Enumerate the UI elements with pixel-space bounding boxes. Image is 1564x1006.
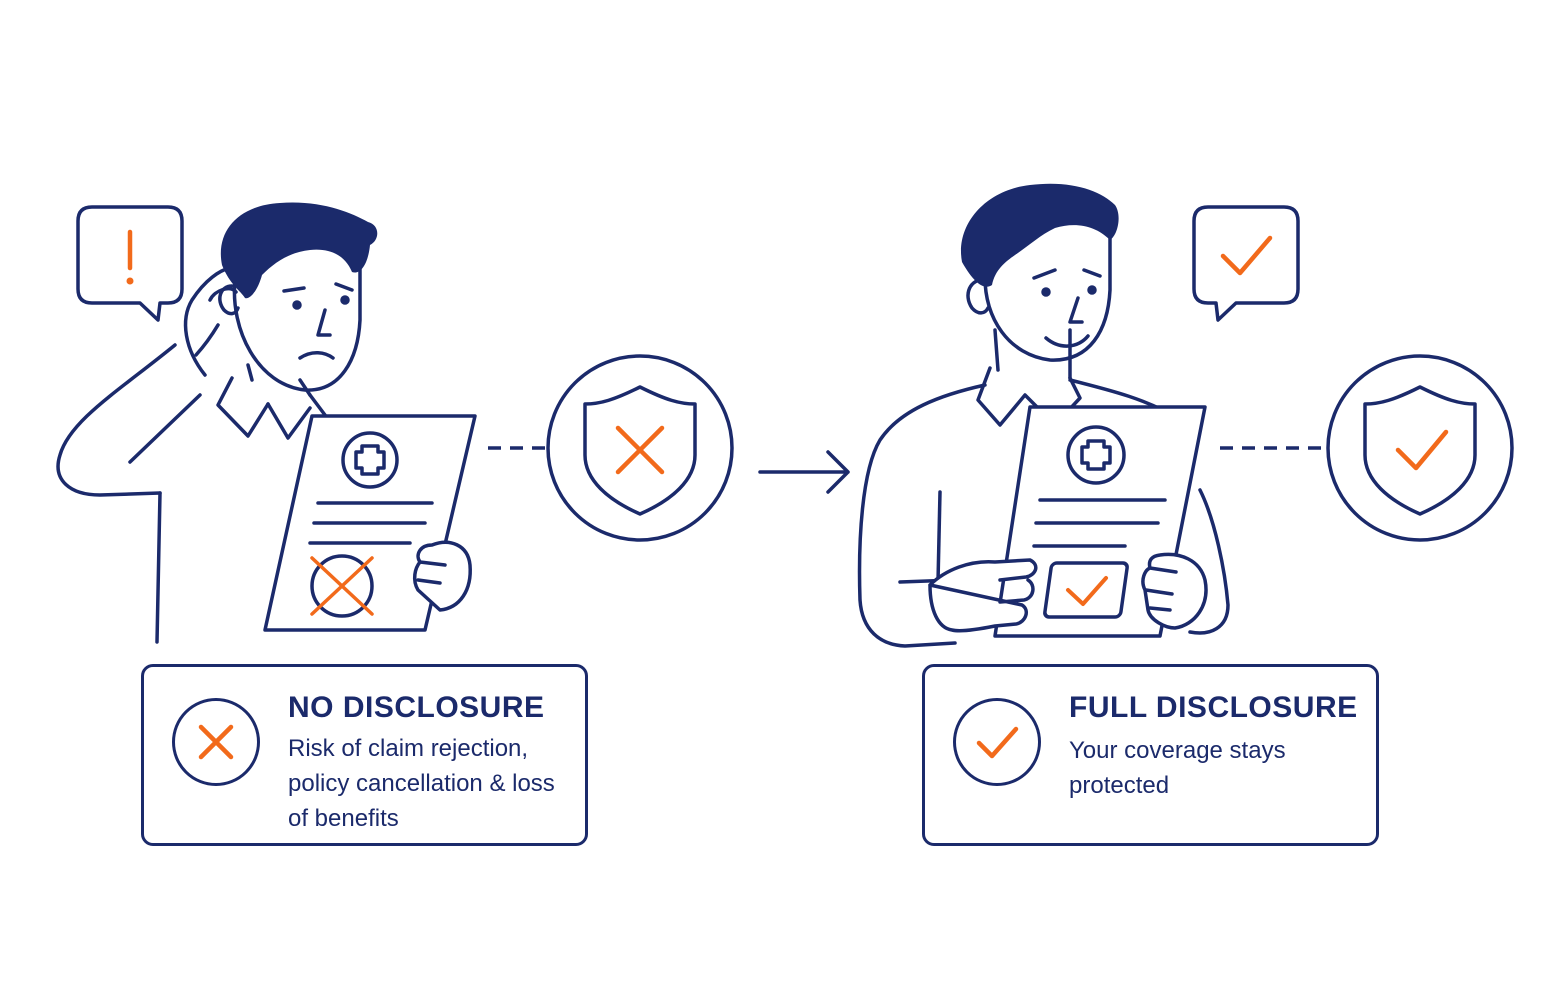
- happy-person-left-hand: [928, 558, 1038, 633]
- happy-person-hair: [960, 183, 1119, 287]
- check-icon: [1066, 576, 1108, 606]
- shield-x-badge: [546, 354, 734, 542]
- no-disclosure-card: NO DISCLOSURE Risk of claim rejection, p…: [141, 664, 588, 846]
- full-disclosure-title: FULL DISCLOSURE: [1069, 691, 1358, 724]
- check-icon: [1220, 235, 1273, 276]
- shield-x-icon: [583, 385, 697, 516]
- approval-speech-bubble: [1192, 205, 1300, 322]
- check-icon: [953, 698, 1041, 786]
- alert-speech-bubble: [76, 205, 184, 322]
- full-disclosure-card: FULL DISCLOSURE Your coverage stays prot…: [922, 664, 1379, 846]
- x-icon: [310, 556, 374, 616]
- worried-person: [56, 248, 362, 644]
- exclamation-icon: [126, 229, 134, 285]
- x-icon: [172, 698, 260, 786]
- full-disclosure-description: Your coverage stays protected: [1069, 737, 1286, 799]
- shield-check-badge: [1326, 354, 1514, 542]
- happy-person: [857, 233, 1230, 648]
- no-disclosure-title: NO DISCLOSURE: [288, 691, 545, 724]
- happy-person-right-hand: [1141, 552, 1208, 630]
- left-person-hand: [412, 540, 472, 612]
- worried-person-hair: [220, 202, 378, 299]
- no-disclosure-description: Risk of claim rejection, policy cancella…: [288, 735, 555, 832]
- shield-check-icon: [1363, 385, 1477, 516]
- arrow-right-icon: [758, 450, 850, 494]
